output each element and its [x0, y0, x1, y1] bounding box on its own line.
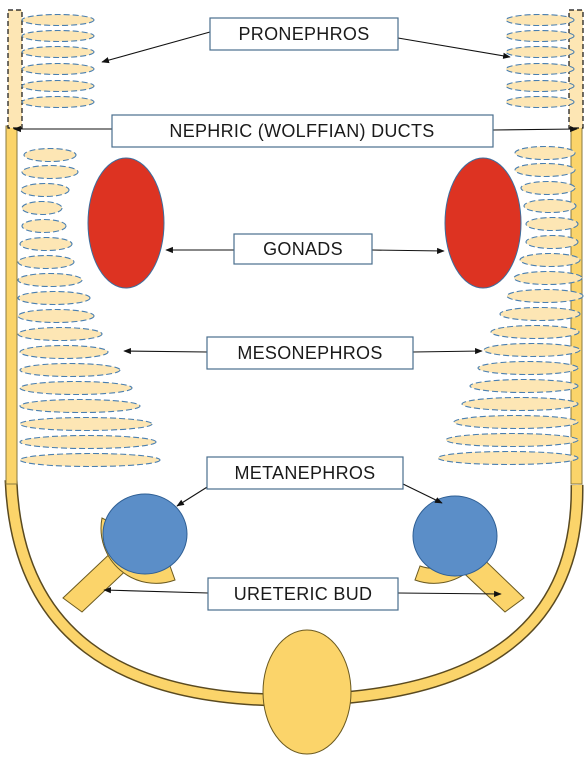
mesonephros-tubule [20, 454, 160, 467]
mesonephros-tubule [500, 308, 580, 321]
mesonephros-tubule [18, 328, 102, 341]
mesonephros-tubule [470, 380, 578, 393]
mesonephros-tubule [514, 272, 582, 285]
mesonephros-tubule [18, 292, 90, 305]
mesonephros-tubule [18, 310, 94, 323]
left-nephric-duct [6, 126, 17, 484]
pronephros-tubule [22, 81, 94, 92]
mesonephros-tubule [526, 218, 578, 231]
left-gonad [88, 158, 164, 288]
mesonephros-tubule [491, 326, 579, 339]
label-metanephros: METANEPHROS [207, 457, 403, 489]
mesonephros-tubule [21, 184, 69, 197]
mesonephros-tubule [515, 164, 575, 177]
label-pronephros: PRONEPHROS [210, 18, 398, 50]
mesonephros-tubule [515, 147, 575, 160]
label-nephric-ducts: NEPHRIC (WOLFFIAN) DUCTS [112, 115, 493, 147]
mesonephros-tubule [521, 182, 575, 195]
pronephros-tubule [22, 97, 94, 108]
mesonephros-tubule [18, 274, 82, 287]
mesonephros-tubule [22, 202, 62, 215]
mesonephros-tubule [18, 256, 74, 269]
mesonephros-tubule [20, 346, 108, 359]
pronephros-tubule [22, 64, 94, 75]
mesonephros-tubule [20, 400, 140, 413]
mesonephros-tubule [526, 236, 578, 249]
mesonephros-tubule [446, 434, 578, 447]
label-mesonephros: MESONEPHROS [207, 337, 413, 369]
label-mesonephros-text: MESONEPHROS [237, 343, 382, 363]
pronephros-tubule [506, 31, 574, 42]
left-pronephric-duct [8, 10, 22, 128]
mesonephros-tubule [22, 220, 66, 233]
right-nephric-duct [571, 126, 582, 484]
pronephros-tubule [22, 31, 94, 42]
mesonephros-tubule [20, 238, 72, 251]
mesonephros-tubule [484, 344, 580, 357]
left-pronephros [22, 15, 94, 108]
right-gonad [445, 158, 521, 288]
label-gonads-text: GONADS [263, 239, 343, 259]
mesonephros-tubule [462, 398, 578, 411]
pronephros-tubule [22, 47, 94, 58]
mesonephros-tubule [20, 436, 156, 449]
mesonephros-tubule [20, 382, 132, 395]
mesonephros-tubule [520, 254, 580, 267]
label-ureteric-bud-text: URETERIC BUD [234, 584, 373, 604]
mesonephros-tubule [20, 364, 120, 377]
label-nephric-ducts-text: NEPHRIC (WOLFFIAN) DUCTS [169, 121, 434, 141]
label-pronephros-text: PRONEPHROS [238, 24, 369, 44]
left-metanephros [103, 494, 187, 574]
mesonephros-tubule [22, 166, 78, 179]
mesonephros-tubule [454, 416, 578, 429]
label-gonads: GONADS [234, 234, 372, 264]
label-metanephros-text: METANEPHROS [235, 463, 376, 483]
pronephros-tubule [506, 47, 574, 58]
mesonephros-tubule [438, 452, 578, 465]
pronephros-tubule [506, 15, 574, 26]
mesonephros-tubule [478, 362, 578, 375]
pronephros-tubule [506, 97, 574, 108]
mesonephros-tubule [20, 418, 152, 431]
label-ureteric-bud: URETERIC BUD [208, 578, 398, 610]
mesonephros-tubule [24, 149, 76, 162]
pronephros-tubule [22, 15, 94, 26]
mesonephros-tubule [524, 200, 576, 213]
bladder [263, 630, 351, 754]
right-metanephros [413, 496, 497, 576]
pronephros-tubule [506, 64, 574, 75]
pronephros-tubule [506, 81, 574, 92]
right-pronephros [506, 15, 574, 108]
mesonephros-tubule [507, 290, 583, 303]
